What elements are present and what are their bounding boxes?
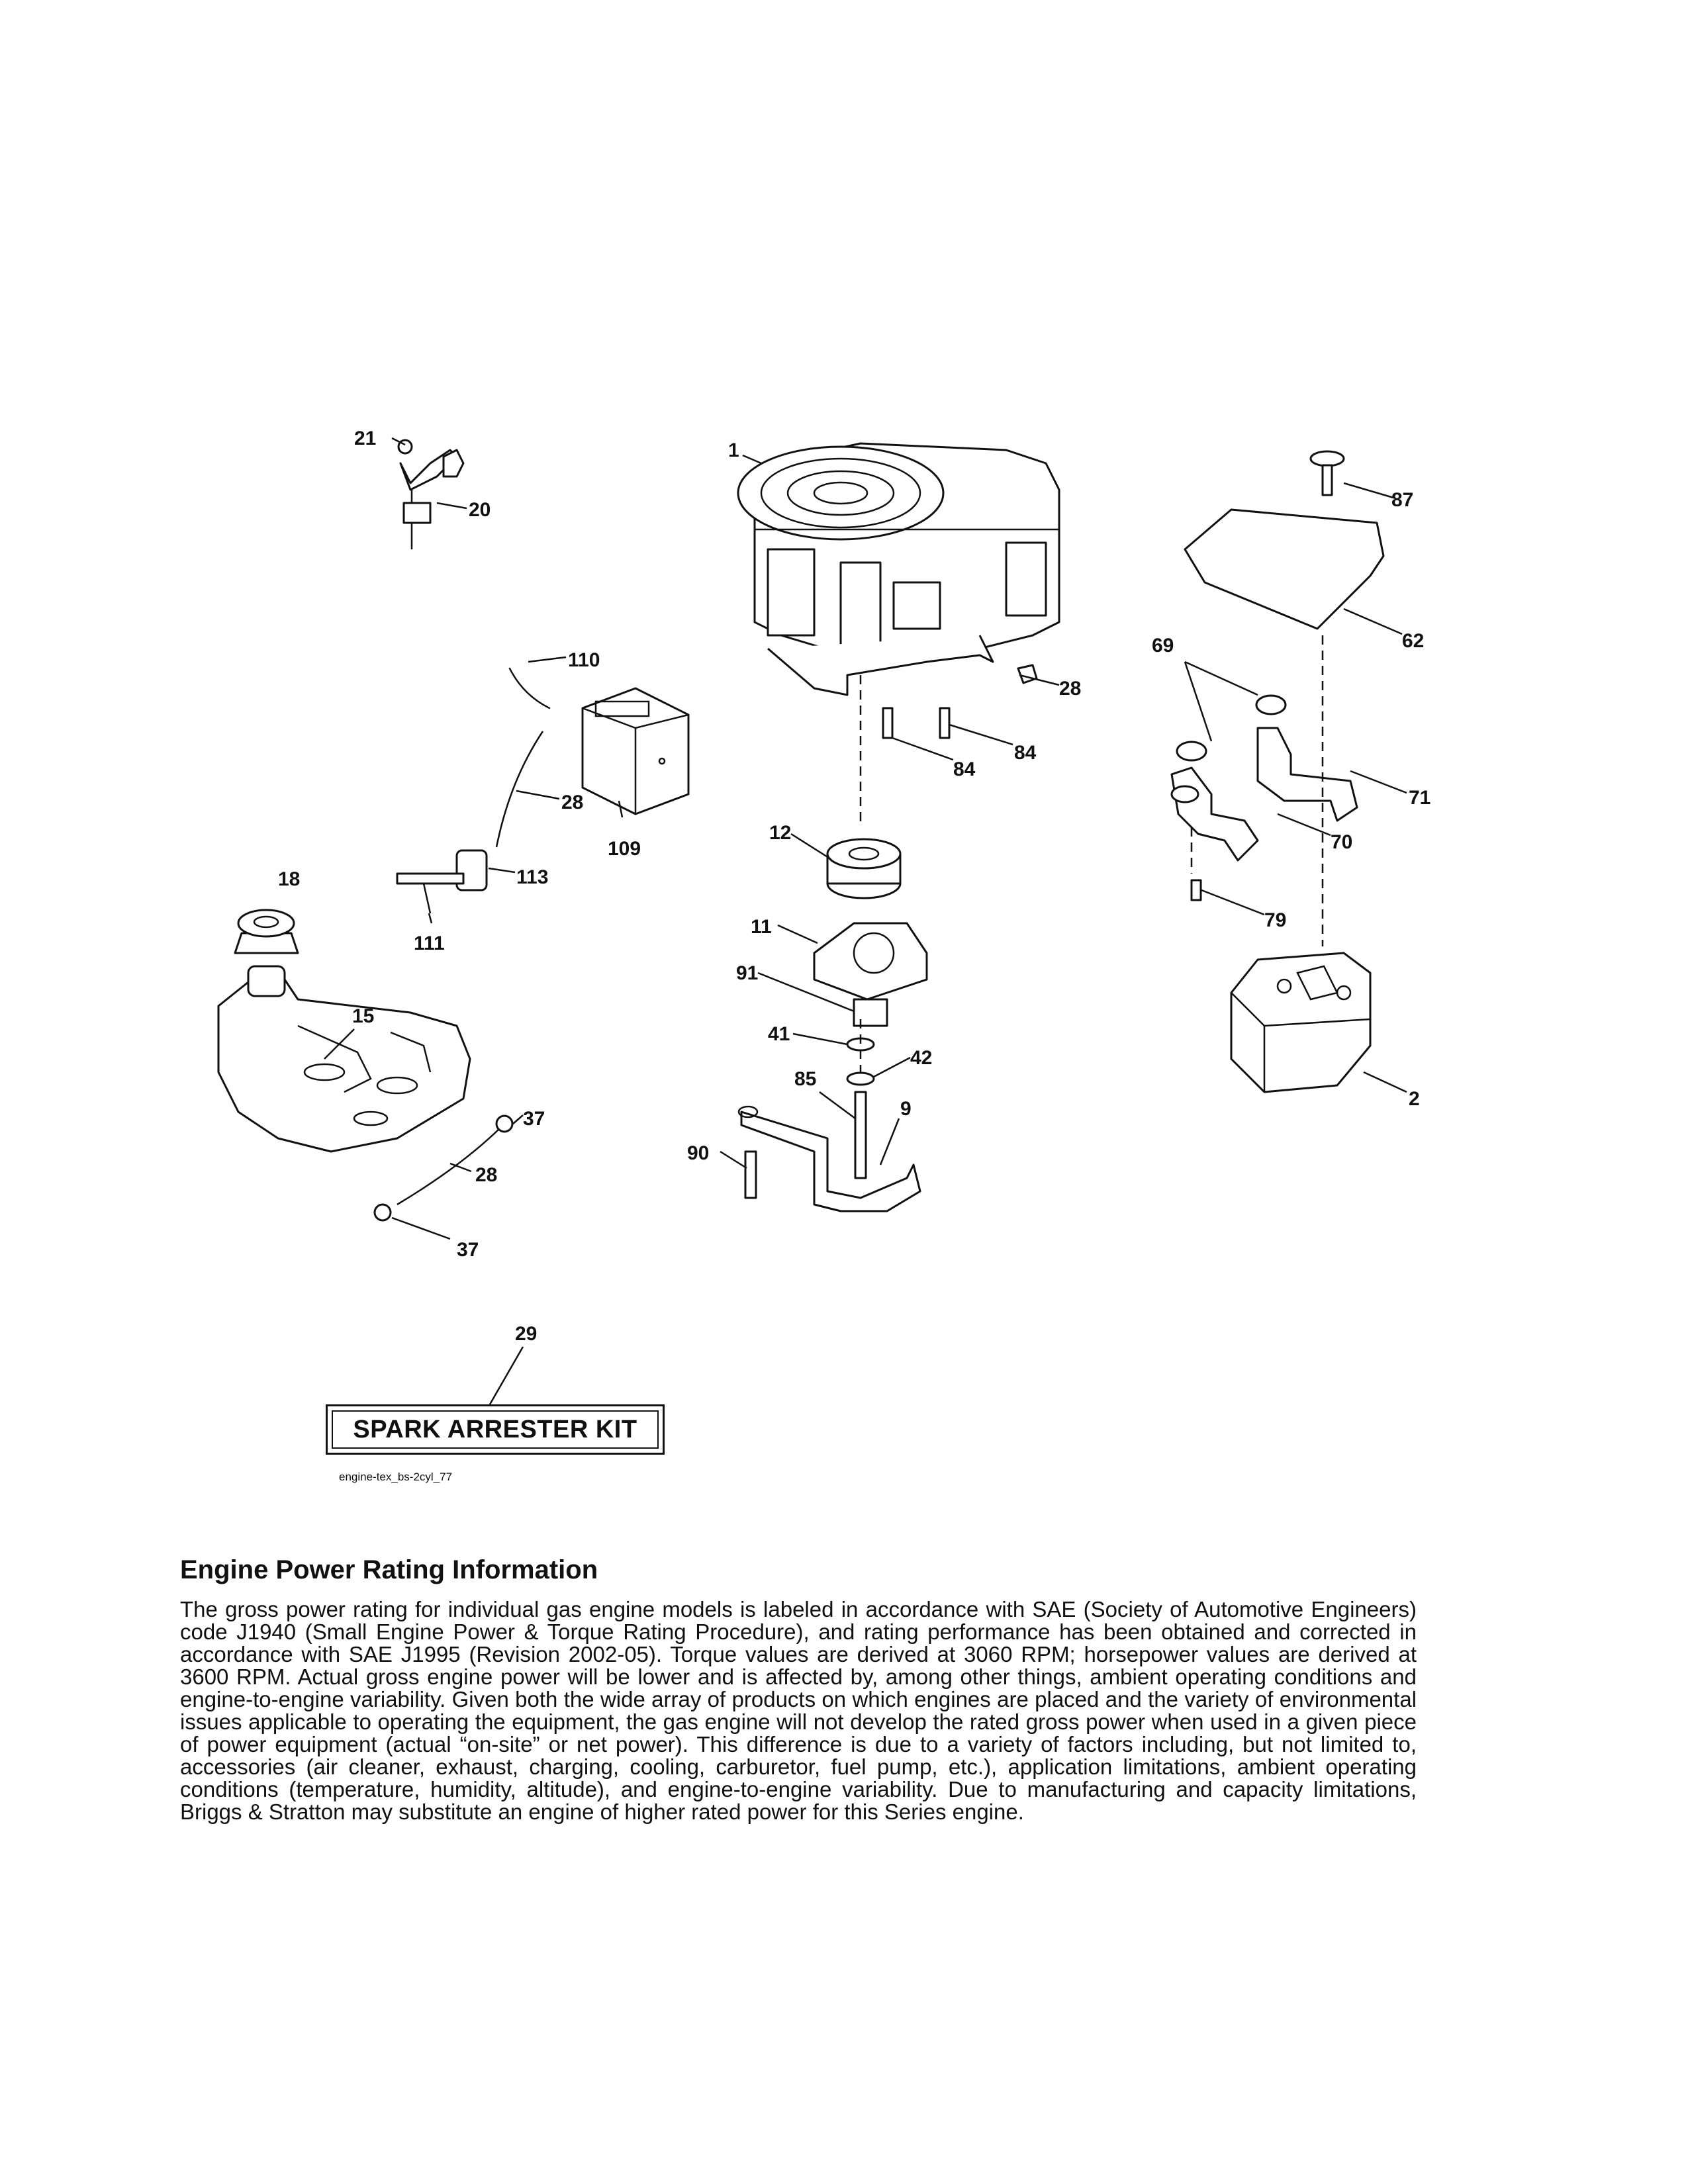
exhaust-pipes-part: [1170, 694, 1358, 862]
engine-power-info-body: The gross power rating for individual ga…: [180, 1597, 1417, 1824]
callout-42: 42: [910, 1047, 932, 1069]
callout-90: 90: [687, 1142, 709, 1164]
fuel-cap-part: [234, 909, 299, 954]
callout-41: 41: [768, 1023, 790, 1045]
callout-45: 28: [1059, 678, 1081, 700]
callout-62: 62: [1402, 630, 1424, 652]
callout-12: 12: [769, 822, 791, 844]
callout-71: 71: [1409, 787, 1430, 809]
callout-69: 69: [1152, 635, 1174, 657]
bracket-part: [737, 1105, 921, 1212]
callout-37: 37: [457, 1239, 479, 1261]
fuel-tank-part: [217, 965, 471, 1153]
callout-111: 110: [568, 649, 600, 671]
alignment-lines: [859, 635, 1324, 1072]
callout-109: 109: [608, 838, 641, 860]
muffler-part: [1230, 952, 1372, 1093]
callout-113: 113: [516, 866, 548, 888]
callout-20: 20: [469, 499, 491, 521]
diagram-file-code: engine-tex_bs-2cyl_77: [339, 1471, 453, 1483]
lower-fuel-line-part: [373, 1115, 514, 1222]
callout-28: 28: [561, 792, 583, 813]
callout-70: 70: [1331, 831, 1352, 853]
throttle-bracket-part: [397, 439, 465, 549]
callout-79: 79: [1264, 909, 1286, 931]
washer-part: [846, 1037, 875, 1179]
callout-1: 1: [728, 439, 739, 461]
callout-15: 15: [352, 1005, 374, 1027]
engine-part: [737, 442, 1060, 696]
callout-37: 37: [523, 1108, 545, 1130]
callout-85: 85: [794, 1068, 816, 1090]
callout-28: 28: [475, 1164, 497, 1186]
callout-84: 84: [1014, 742, 1037, 764]
leader-lines: [324, 437, 1407, 1405]
callout-29: 29: [515, 1323, 537, 1345]
fuel-line-part: [396, 667, 551, 914]
callout-18: 18: [278, 868, 300, 890]
pto-clutch-part: [813, 922, 928, 1027]
callout-2: 2: [1409, 1088, 1420, 1110]
callout-21: 21: [354, 428, 376, 449]
callout-87: 87: [1391, 489, 1413, 511]
exhaust-bolt-part: [1190, 879, 1202, 901]
callout-9: 9: [900, 1098, 912, 1120]
callout-11: 11: [751, 916, 772, 938]
callout-labels: 21 20 1 28 84 84 87 62 69 71 70 79 2 110…: [278, 428, 1430, 1345]
heat-shield-part: [1184, 450, 1385, 630]
engine-power-info-section: Engine Power Rating Information The gros…: [180, 1555, 1417, 1823]
callout-110: 111: [414, 933, 445, 954]
pulley-part: [826, 838, 902, 899]
bolts-part: [882, 664, 1038, 739]
spark-arrester-kit-box: SPARK ARRESTER KIT: [326, 1404, 665, 1455]
spark-arrester-kit-label: SPARK ARRESTER KIT: [353, 1415, 637, 1443]
callout-91: 91: [736, 962, 758, 984]
engine-power-info-heading: Engine Power Rating Information: [180, 1555, 598, 1584]
callout-84: 84: [953, 758, 976, 780]
air-filter-part: [581, 687, 690, 815]
